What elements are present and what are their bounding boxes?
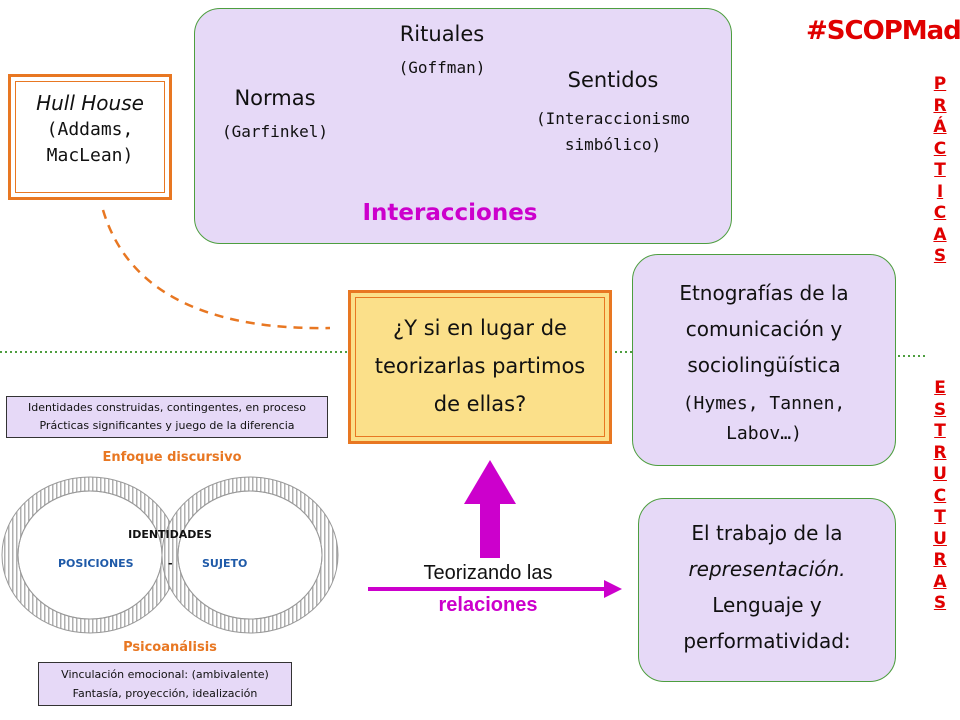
practicas-letter: Á [933, 117, 947, 137]
representacion-line2: representación. [688, 557, 846, 581]
identidades-center-label: IDENTIDADES [128, 528, 212, 541]
hashtag-label: #SCOPMad [806, 16, 960, 46]
sentidos-label: Sentidos [567, 68, 659, 92]
etnografias-authors: (Hymes, Tannen, Labov…) [682, 393, 846, 444]
identidades-bottom-box: Vinculación emocional: (ambivalente) Fan… [38, 662, 292, 706]
practicas-letter: T [934, 160, 946, 180]
rituales-author: (Goffman) [398, 58, 486, 77]
estructuras-letter: S [933, 593, 947, 613]
practicas-letter: S [933, 246, 947, 266]
practicas-letter: R [933, 95, 947, 116]
estructuras-letter: S [933, 399, 947, 420]
horizontal-arrow-head [604, 580, 622, 598]
interacciones-box [194, 8, 732, 244]
representacion-line3: Lenguaje y performatividad: [683, 593, 851, 653]
practicas-letter: I [936, 181, 944, 202]
estructuras-letter: A [933, 571, 947, 592]
question-text: ¿Y si en lugar de teorizarlas partimos d… [374, 316, 586, 416]
estructuras-letter: U [933, 528, 947, 549]
interacciones-title: Interacciones [362, 200, 538, 226]
practicas-letter: A [933, 224, 947, 245]
practicas-letter: C [933, 203, 947, 223]
hull-house-box: Hull House (Addams, MacLean) [8, 74, 172, 200]
posiciones-label: POSICIONES [58, 557, 134, 570]
identidades-top-box: Identidades construidas, contingentes, e… [6, 396, 328, 438]
dashed-curve [101, 209, 331, 330]
estructuras-letter: T [934, 507, 946, 527]
dash-label: - [168, 557, 173, 570]
representacion-box: El trabajo de la representación. Lenguaj… [638, 498, 896, 682]
estructuras-letter: R [933, 550, 947, 570]
rituales-label: Rituales [399, 22, 485, 46]
identidades-bottom-line2: Fantasía, proyección, idealización [72, 687, 258, 700]
hull-house-title: Hull House [36, 91, 144, 115]
normas-author: (Garfinkel) [222, 122, 328, 141]
practicas-letter: C [933, 138, 947, 159]
identidades-top-line1: Identidades construidas, contingentes, e… [28, 401, 306, 414]
etnografias-box: Etnografías de la comunicación y socioli… [632, 254, 896, 466]
etnografias-title: Etnografías de la comunicación y socioli… [679, 281, 849, 377]
identidades-bottom-line1: Vinculación emocional: (ambivalente) [61, 668, 269, 681]
big-up-arrow-head [464, 460, 516, 504]
estructuras-letter: C [933, 485, 947, 506]
estructuras-letter: E [934, 378, 946, 398]
estructuras-letter: T [934, 421, 946, 441]
big-up-arrow-shaft [480, 502, 500, 558]
question-box: ¿Y si en lugar de teorizarlas partimos d… [348, 290, 612, 444]
normas-label: Normas [234, 86, 316, 110]
sujeto-label: SUJETO [202, 557, 248, 570]
enfoque-label: Enfoque discursivo [102, 450, 242, 465]
identidades-top-line2: Prácticas significantes y juego de la di… [39, 419, 295, 432]
estructuras-letter: U [933, 464, 947, 484]
practicas-letter: P [933, 74, 947, 94]
representacion-line1: El trabajo de la [691, 521, 843, 545]
teorizando-line2: relaciones [438, 594, 538, 616]
estructuras-letter: R [933, 442, 947, 463]
psicoanalisis-label: Psicoanálisis [123, 640, 217, 655]
teorizando-line1: Teorizando las [423, 562, 553, 584]
hull-house-authors: (Addams, MacLean) [46, 119, 134, 166]
sentidos-author: (Interaccionismo simbólico) [535, 109, 691, 154]
